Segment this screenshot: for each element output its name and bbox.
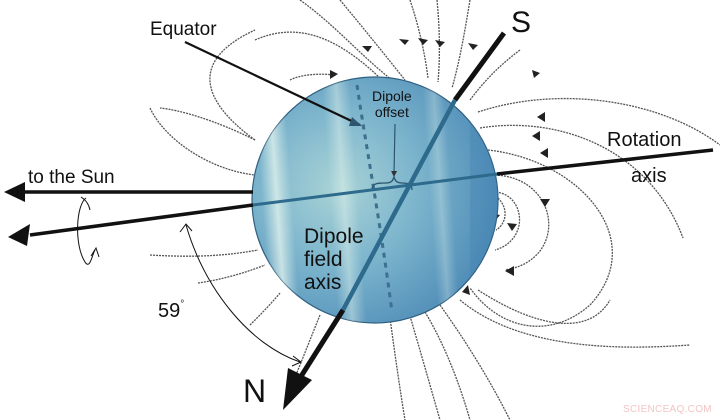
field-lines-top [254, 0, 521, 101]
dipole-field-axis-label: Dipole field axis [304, 225, 364, 294]
degree-symbol: ° [180, 299, 185, 310]
dipole-offset-label: Dipole offset [372, 88, 412, 120]
dipole-offset-label-line1: Dipole [372, 88, 412, 104]
rotation-axis-label-line2: axis [631, 165, 667, 187]
rotation-axis-arrowhead [8, 224, 30, 246]
to-the-sun-label: to the Sun [28, 167, 115, 188]
dipole-offset-pointer [391, 123, 398, 177]
dipole-offset-label-line2: offset [374, 104, 409, 120]
rotation-direction-icon [77, 197, 96, 265]
tilt-angle-value: 59 [158, 300, 181, 322]
rotation-axis-label-line1: Rotation [607, 129, 682, 151]
dipole-offset-bracket [371, 174, 413, 191]
sun-direction-arrow [4, 182, 253, 202]
angle-arc-59 [185, 224, 301, 363]
south-pole-label: S [511, 6, 532, 39]
magnetic-equator-line [355, 84, 394, 313]
tilt-angle-label: 59° [158, 299, 185, 322]
equator-leader-line [184, 41, 361, 126]
dipole-field-axis [283, 31, 507, 410]
dipole-field-axis-label-line3: axis [304, 271, 342, 294]
equator-label: Equator [150, 19, 217, 40]
field-lines-left [149, 29, 281, 326]
field-lines-bottom [289, 304, 511, 420]
dipole-field-axis-label-line2: field [304, 248, 343, 271]
watermark: SCIENCEAQ.COM [623, 404, 712, 415]
field-lines-right [459, 97, 720, 348]
rotation-axis [8, 148, 714, 246]
north-pole-label: N [243, 373, 267, 409]
north-pole-arrowhead [283, 368, 312, 410]
dipole-field-axis-label-line1: Dipole [304, 225, 364, 248]
